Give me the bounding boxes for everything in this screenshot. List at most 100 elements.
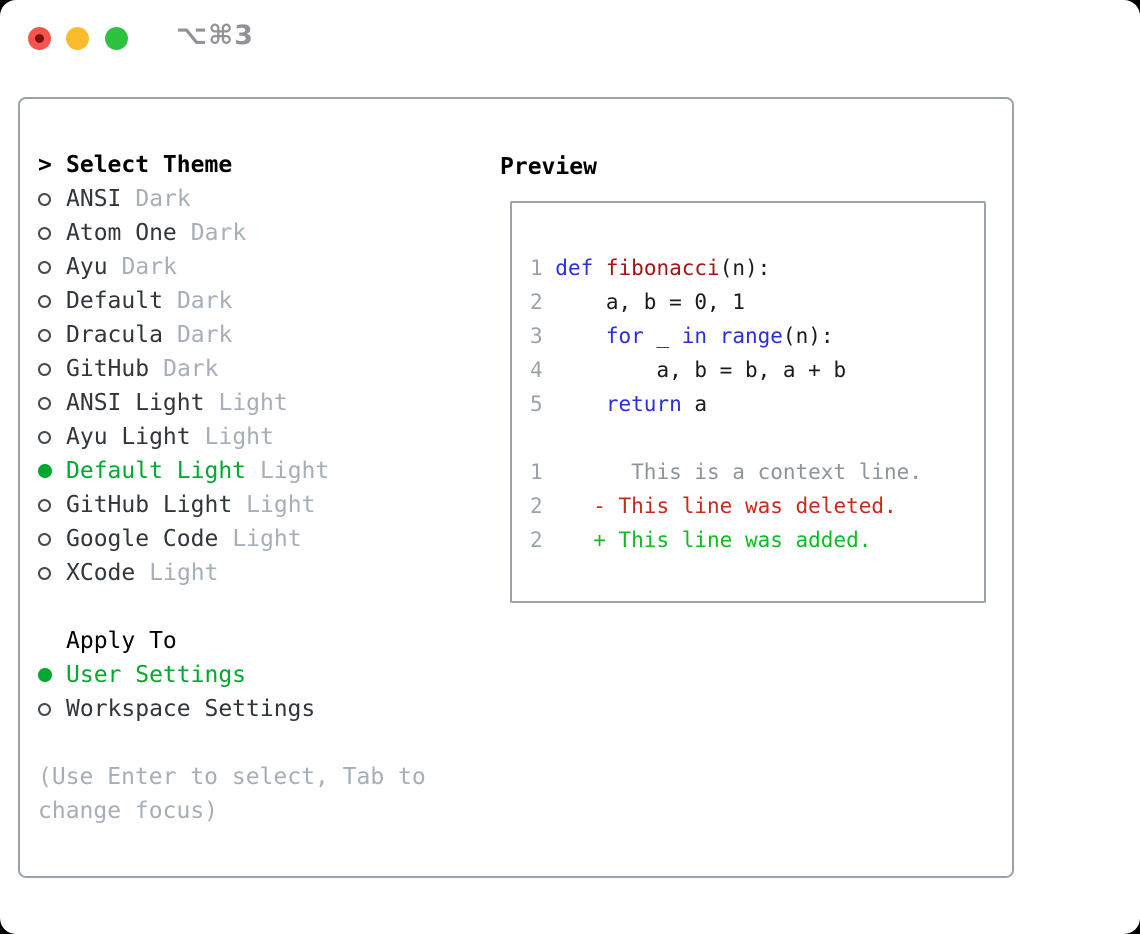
code-segment: in xyxy=(681,324,708,348)
apply-option-workspace-settings[interactable]: Workspace Settings xyxy=(38,692,493,726)
theme-name: ANSI xyxy=(66,186,122,212)
theme-variant: Light xyxy=(149,560,219,586)
radio-icon xyxy=(38,702,51,716)
select-theme-header: >Select Theme xyxy=(38,148,493,182)
code-line xyxy=(530,421,984,455)
line-number: 1 xyxy=(530,256,556,280)
minimize-button[interactable] xyxy=(66,27,89,50)
code-line: 5 return a xyxy=(530,387,984,421)
usage-hint: change focus) xyxy=(38,798,219,824)
theme-variant: Light xyxy=(204,424,274,450)
code-line: 2 - This line was deleted. xyxy=(530,489,984,523)
code-segment: This is a context line. xyxy=(555,460,922,484)
radio-icon xyxy=(38,362,51,376)
theme-name: Ayu Light xyxy=(66,424,191,450)
code-segment: a, b = 0, 1 xyxy=(555,290,745,314)
code-segment: (n): xyxy=(782,324,834,348)
radio-icon xyxy=(38,532,51,546)
code-segment xyxy=(593,256,606,280)
code-segment: def xyxy=(555,256,594,280)
line-number: 4 xyxy=(530,358,556,382)
code-segment xyxy=(555,392,606,416)
theme-option-ansi-dark[interactable]: ANSI Dark xyxy=(38,182,493,216)
apply-to-title: Apply To xyxy=(66,628,177,654)
line-number: 2 xyxy=(530,528,556,552)
code-segment: for xyxy=(605,324,644,348)
code-segment: return xyxy=(605,392,682,416)
spacer xyxy=(38,726,493,760)
theme-option-ayu-light-light[interactable]: Ayu Light Light xyxy=(38,420,493,454)
spacer xyxy=(38,590,493,624)
theme-name: XCode xyxy=(66,560,136,586)
theme-variant: Light xyxy=(218,390,288,416)
theme-variant: Dark xyxy=(121,254,177,280)
code-line: 3 for _ in range(n): xyxy=(530,319,984,353)
line-number: 2 xyxy=(530,494,556,518)
theme-option-google-code-light[interactable]: Google Code Light xyxy=(38,522,493,556)
theme-name: Default Light xyxy=(66,458,247,484)
code-segment: (n): xyxy=(719,256,771,280)
radio-icon xyxy=(38,566,51,580)
zoom-button[interactable] xyxy=(105,27,128,50)
theme-variant: Light xyxy=(260,458,330,484)
theme-option-atom-one-dark[interactable]: Atom One Dark xyxy=(38,216,493,250)
theme-name: ANSI Light xyxy=(66,390,205,416)
theme-name: Google Code xyxy=(66,526,219,552)
line-number: 3 xyxy=(530,324,556,348)
theme-variant: Dark xyxy=(176,322,233,348)
code-line: 1 This is a context line. xyxy=(530,455,984,489)
theme-option-dracula-dark[interactable]: Dracula Dark xyxy=(38,318,493,352)
code-segment: a xyxy=(681,392,708,416)
titlebar: ⌥⌘3 xyxy=(0,0,1140,97)
radio-icon xyxy=(38,430,51,444)
theme-option-default-dark[interactable]: Default Dark xyxy=(38,284,493,318)
theme-name: GitHub Light xyxy=(66,492,233,518)
line-number: 2 xyxy=(530,290,556,314)
theme-variant: Light xyxy=(246,492,316,518)
preview-title: Preview xyxy=(500,154,597,180)
radio-icon xyxy=(38,294,51,308)
theme-option-default-light-light[interactable]: Default Light Light xyxy=(38,454,493,488)
radio-icon xyxy=(38,498,51,512)
theme-variant: Dark xyxy=(190,220,247,246)
select-theme-title: Select Theme xyxy=(66,152,233,178)
code-line: 2 a, b = 0, 1 xyxy=(530,285,984,319)
radio-icon xyxy=(38,260,51,274)
theme-option-github-dark[interactable]: GitHub Dark xyxy=(38,352,493,386)
unsaved-dot-icon xyxy=(35,34,44,43)
theme-option-ansi-light-light[interactable]: ANSI Light Light xyxy=(38,386,493,420)
usage-hint: (Use Enter to select, Tab to xyxy=(38,764,426,790)
line-number: 1 xyxy=(530,460,556,484)
code-line: 2 + This line was added. xyxy=(530,523,984,557)
code-segment: a, b = b, a + b xyxy=(555,358,847,382)
theme-option-xcode-light[interactable]: XCode Light xyxy=(38,556,493,590)
code-segment: - This line was deleted. xyxy=(555,494,897,518)
code-segment: range xyxy=(719,324,783,348)
theme-option-github-light-light[interactable]: GitHub Light Light xyxy=(38,488,493,522)
apply-option-label: User Settings xyxy=(66,662,247,688)
theme-name: Default xyxy=(66,288,163,314)
code-segment xyxy=(555,324,606,348)
radio-icon xyxy=(38,328,51,342)
theme-name: GitHub xyxy=(66,356,150,382)
apply-to-header: Apply To xyxy=(38,624,493,658)
code-segment: + This line was added. xyxy=(555,528,872,552)
theme-variant: Dark xyxy=(135,186,191,212)
theme-variant: Dark xyxy=(176,288,233,314)
theme-name: Atom One xyxy=(66,220,177,246)
code-segment: fibonacci xyxy=(605,256,720,280)
close-button[interactable] xyxy=(28,27,51,50)
code-segment: _ xyxy=(643,324,682,348)
radio-icon xyxy=(38,396,51,410)
theme-variant: Dark xyxy=(163,356,219,382)
apply-option-user-settings[interactable]: User Settings xyxy=(38,658,493,692)
theme-variant: Light xyxy=(232,526,302,552)
radio-icon xyxy=(38,192,51,206)
apply-option-label: Workspace Settings xyxy=(66,696,316,722)
theme-name: Dracula xyxy=(66,322,163,348)
